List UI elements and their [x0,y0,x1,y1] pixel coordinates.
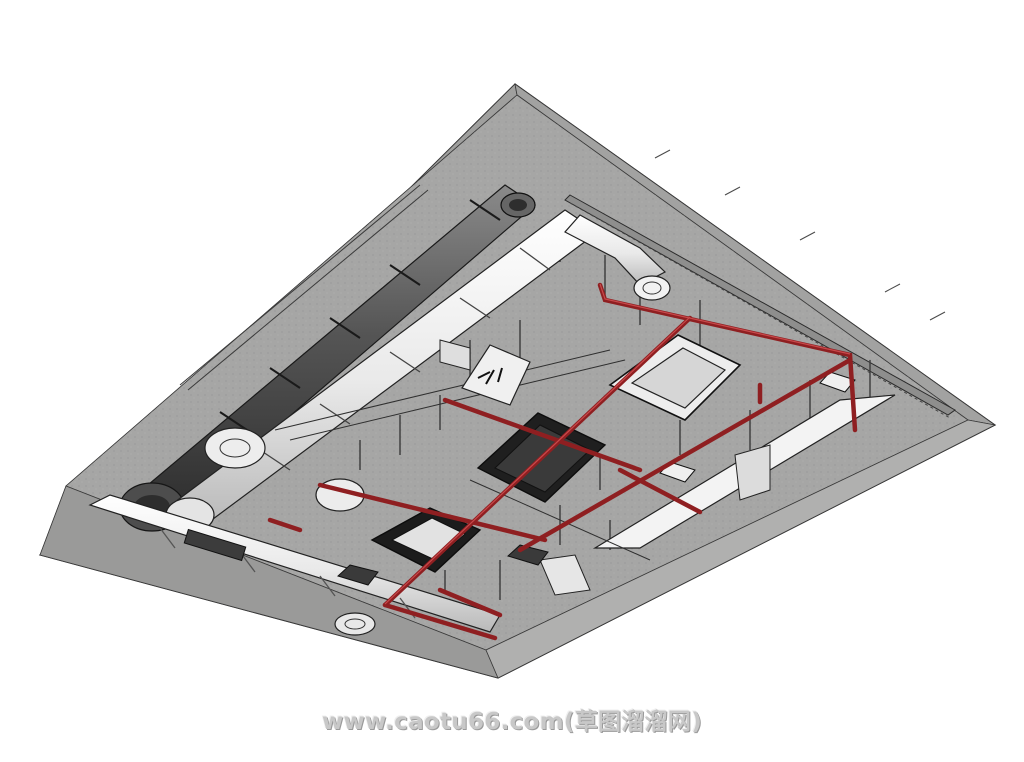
cable-tray-center [274,349,651,561]
cable-tray-left [179,184,429,391]
wall-near-right [485,419,997,679]
wall-hangers [654,149,946,321]
exhaust-fan [461,344,531,406]
white-rect-duct [315,339,896,596]
round-diffuser-2 [334,612,376,636]
watermark-logo: www.caotu66.com(草图溜溜网) [321,709,703,735]
cassette-ac-1 [608,334,742,421]
white-duct [165,209,671,533]
cable-tray-right [564,194,956,419]
round-diffuser-1 [633,275,671,301]
white-duct-branch [88,494,501,636]
square-diffusers [337,371,856,586]
